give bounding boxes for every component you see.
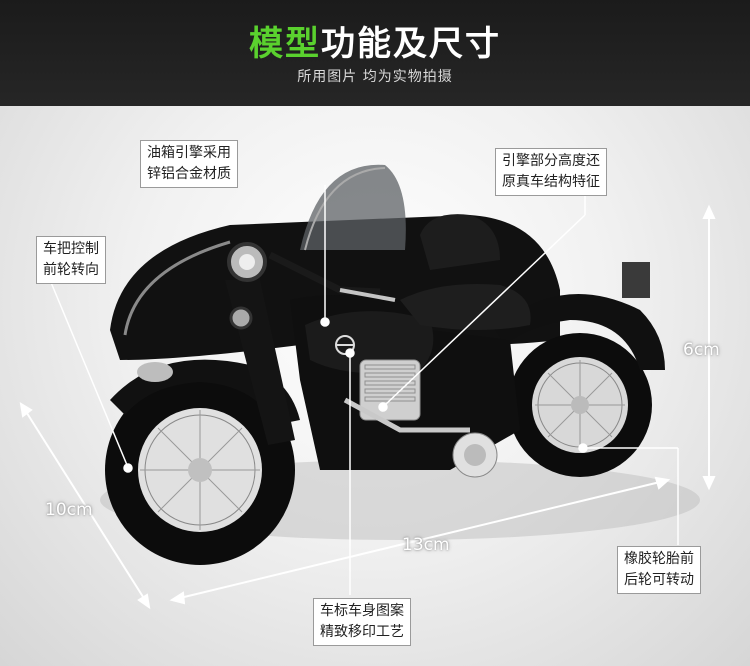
- callout-tires: 橡胶轮胎前 后轮可转动: [617, 546, 701, 594]
- callout-fuel-tank-line1: 油箱引擎采用: [147, 145, 231, 161]
- callout-handlebar: 车把控制 前轮转向: [36, 236, 106, 284]
- title-accent: 模型: [249, 24, 321, 64]
- callout-logo-line1: 车标车身图案: [320, 603, 404, 619]
- dimension-width: 10cm: [45, 500, 93, 520]
- callout-engine-line1: 引擎部分高度还: [502, 153, 600, 169]
- page-subtitle: 所用图片 均为实物拍摄: [297, 69, 453, 85]
- callout-tires-line2: 后轮可转动: [624, 572, 694, 588]
- callout-handlebar-line1: 车把控制: [43, 241, 99, 257]
- callout-fuel-tank-line2: 锌铝合金材质: [147, 166, 231, 182]
- page-title: 模型功能及尺寸: [0, 16, 750, 65]
- callout-logo: 车标车身图案 精致移印工艺: [313, 598, 411, 646]
- callout-tires-line1: 橡胶轮胎前: [624, 551, 694, 567]
- callout-handlebar-line2: 前轮转向: [43, 262, 99, 278]
- title-rest: 功能及尺寸: [321, 24, 501, 64]
- callout-engine: 引擎部分高度还 原真车结构特征: [495, 148, 607, 196]
- callout-engine-line2: 原真车结构特征: [502, 174, 600, 190]
- callout-logo-line2: 精致移印工艺: [320, 624, 404, 640]
- dimension-length: 13cm: [402, 535, 450, 555]
- dimension-height: 6cm: [683, 340, 720, 360]
- header-banner: 模型功能及尺寸 所用图片 均为实物拍摄: [0, 0, 750, 106]
- callout-fuel-tank: 油箱引擎采用 锌铝合金材质: [140, 140, 238, 188]
